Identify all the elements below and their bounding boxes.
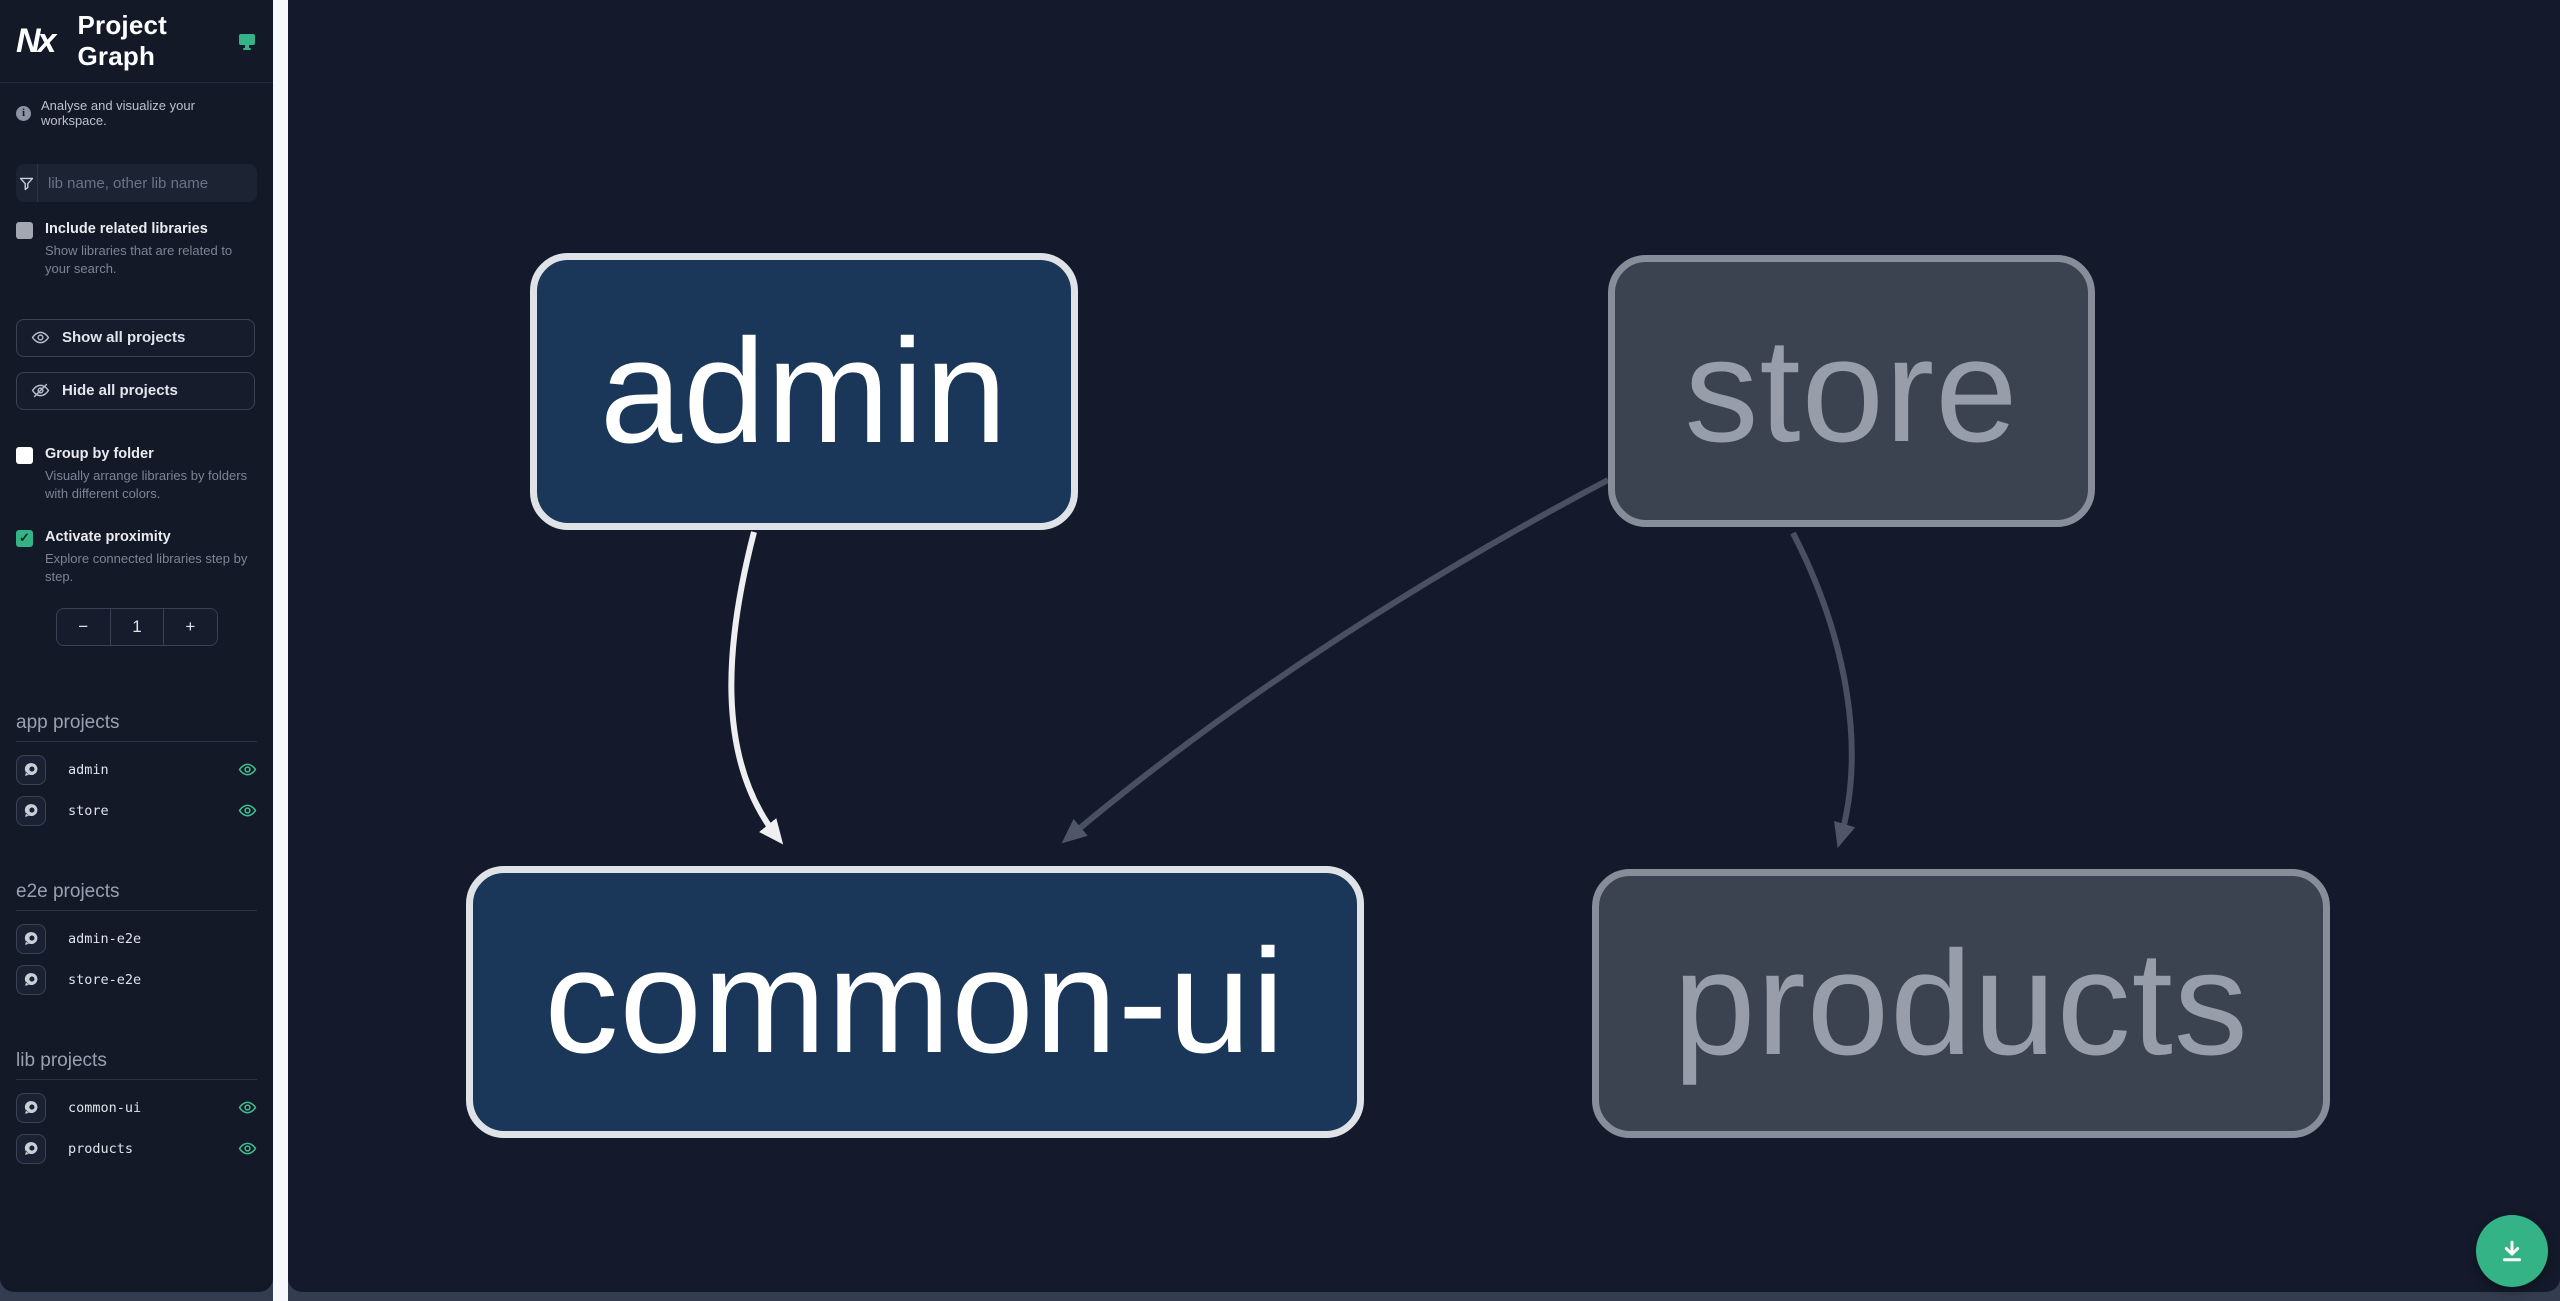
show-all-label: Show all projects bbox=[62, 329, 186, 347]
focus-project-button[interactable] bbox=[16, 1092, 46, 1123]
eye-icon[interactable] bbox=[238, 760, 257, 779]
info-icon: i bbox=[16, 105, 31, 121]
page-title: Project Graph bbox=[77, 10, 168, 71]
graph-node-common-ui[interactable]: common-ui bbox=[466, 866, 1364, 1138]
project-name: common-ui bbox=[68, 1099, 142, 1116]
show-all-projects-button[interactable]: Show all projects bbox=[16, 318, 255, 357]
toggle-group-by-folder: Group by folder Visually arrange librari… bbox=[0, 446, 273, 504]
project-name: products bbox=[68, 1140, 134, 1157]
sidebar: Nx Project Graph i Analyse and visualize… bbox=[0, 0, 273, 1292]
edge-admin-to-common-ui bbox=[728, 531, 784, 845]
list-item: admin bbox=[16, 754, 257, 785]
toggle-include-related: Include related libraries Show libraries… bbox=[0, 221, 273, 279]
focus-project-button[interactable] bbox=[16, 964, 46, 995]
eye-icon[interactable] bbox=[238, 1098, 257, 1117]
proximity-increment-button[interactable]: + bbox=[163, 608, 217, 645]
list-item: products bbox=[16, 1133, 257, 1164]
eye-icon[interactable] bbox=[238, 801, 257, 820]
scrollbar-track[interactable] bbox=[273, 0, 288, 1301]
edge-store-to-common-ui bbox=[1061, 477, 1610, 844]
eye-icon[interactable] bbox=[238, 1139, 257, 1158]
section-e2e-projects: e2e projects admin-e2e store-e2e bbox=[0, 881, 273, 1006]
hide-all-label: Hide all projects bbox=[62, 382, 178, 400]
list-item: admin-e2e bbox=[16, 923, 257, 954]
section-app-projects: app projects admin store bbox=[0, 712, 273, 837]
workspace-tagline: i Analyse and visualize your workspace. bbox=[0, 98, 273, 128]
project-name: store-e2e bbox=[68, 971, 142, 988]
hide-all-projects-button[interactable]: Hide all projects bbox=[16, 371, 255, 410]
sidebar-header: Nx Project Graph bbox=[0, 0, 273, 83]
project-graph-canvas[interactable]: admin store common-ui products bbox=[288, 0, 2560, 1292]
section-title: app projects bbox=[16, 712, 257, 742]
focus-project-button[interactable] bbox=[16, 923, 46, 954]
project-name: admin bbox=[68, 761, 109, 778]
section-lib-projects: lib projects common-ui products bbox=[0, 1050, 273, 1175]
tagline-text: Analyse and visualize your workspace. bbox=[41, 98, 195, 128]
proximity-stepper: − 1 + bbox=[55, 607, 218, 646]
eye-icon bbox=[31, 328, 50, 347]
list-item: common-ui bbox=[16, 1092, 257, 1123]
graph-edges bbox=[728, 477, 1856, 848]
download-image-button[interactable] bbox=[2476, 1215, 2548, 1287]
toggle-description: Explore connected libraries step by step… bbox=[45, 550, 248, 585]
search-input[interactable] bbox=[38, 164, 257, 202]
focus-project-button[interactable] bbox=[16, 795, 46, 826]
filter-icon bbox=[16, 164, 38, 202]
section-title: lib projects bbox=[16, 1050, 257, 1080]
focus-project-button[interactable] bbox=[16, 1133, 46, 1164]
project-name: admin-e2e bbox=[68, 930, 142, 947]
search-bar bbox=[16, 164, 257, 202]
monitor-icon bbox=[237, 31, 257, 51]
toggle-activate-proximity: Activate proximity Explore connected lib… bbox=[0, 529, 273, 587]
toggle-description: Show libraries that are related to your … bbox=[45, 243, 233, 277]
edge-store-to-products bbox=[1790, 531, 1856, 848]
include-related-checkbox[interactable] bbox=[16, 222, 33, 239]
graph-node-admin[interactable]: admin bbox=[530, 253, 1078, 530]
proximity-decrement-button[interactable]: − bbox=[56, 608, 110, 645]
proximity-value: 1 bbox=[109, 608, 164, 645]
toggle-description: Visually arrange libraries by folders wi… bbox=[45, 467, 248, 502]
activate-proximity-checkbox[interactable] bbox=[16, 529, 33, 547]
project-name: store bbox=[68, 802, 109, 819]
list-item: store bbox=[16, 795, 257, 826]
graph-node-products[interactable]: products bbox=[1592, 869, 2330, 1138]
graph-node-store[interactable]: store bbox=[1608, 255, 2095, 527]
section-title: e2e projects bbox=[16, 881, 257, 911]
eye-off-icon bbox=[31, 381, 50, 400]
toggle-label: Activate proximity bbox=[45, 528, 171, 545]
download-icon bbox=[2497, 1236, 2527, 1266]
nx-logo: Nx bbox=[16, 21, 57, 60]
group-by-folder-checkbox[interactable] bbox=[16, 446, 33, 464]
toggle-label: Group by folder bbox=[45, 445, 154, 462]
toggle-label: Include related libraries bbox=[45, 221, 208, 237]
focus-project-button[interactable] bbox=[16, 754, 46, 785]
list-item: store-e2e bbox=[16, 964, 257, 995]
